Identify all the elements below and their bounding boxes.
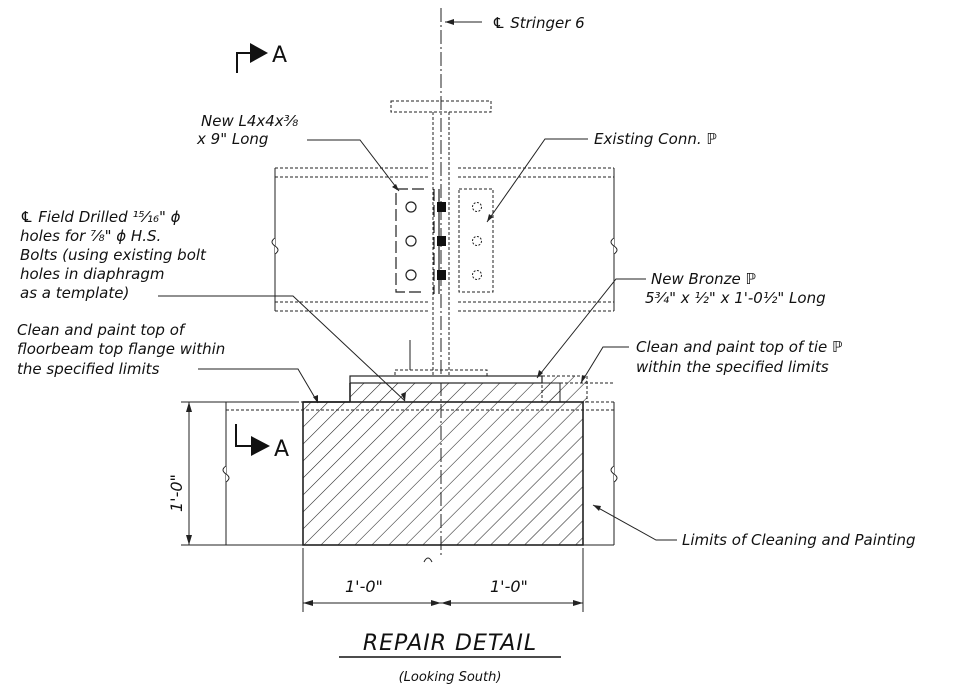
note-field-drilled-1: ℄ Field Drilled ¹⁵⁄₁₆" ϕ [20, 208, 181, 226]
section-marker-top: A [236, 43, 287, 73]
drawing-subtitle: (Looking South) [399, 670, 502, 685]
note-clean-tie-1: Clean and paint top of tie ℙ [636, 338, 843, 356]
note-field-drilled-5: as a template) [20, 284, 129, 302]
existing-conn-plate [458, 188, 494, 293]
floorbeam-flange [302, 401, 584, 546]
note-clean-tie-2: within the specified limits [636, 358, 829, 376]
svg-text:A: A [272, 43, 287, 68]
note-limits: Limits of Cleaning and Painting [682, 531, 916, 549]
note-clean-floorbeam-3: the specified limits [17, 360, 160, 378]
note-bronze-2: 5³⁄₄" x ¹⁄₂" x 1'-0¹⁄₂" Long [645, 289, 826, 307]
svg-text:A: A [274, 437, 289, 462]
dimension-height: 1'-0" [167, 401, 298, 546]
dimension-widths: 1'-0" 1'-0" [302, 548, 584, 612]
drawing-title: REPAIR DETAIL [363, 631, 537, 656]
note-existing-conn: Existing Conn. ℙ [594, 130, 717, 148]
stringer-top-flange [390, 100, 492, 113]
note-field-drilled-3: Bolts (using existing bolt [20, 246, 207, 264]
note-clean-floorbeam-1: Clean and paint top of [17, 321, 187, 339]
svg-text:1'-0": 1'-0" [167, 474, 186, 512]
note-angle-line2: x 9" Long [196, 130, 268, 148]
dimension-left-width: 1'-0" [345, 577, 383, 596]
centerline-label: ℄ Stringer 6 [492, 14, 585, 32]
note-bronze-1: New Bronze ℙ [651, 270, 756, 288]
note-angle-line1: New L4x4x³⁄₈ [201, 112, 298, 130]
diaphragm [275, 167, 614, 312]
note-field-drilled-4: holes in diaphragm [20, 265, 165, 283]
new-angle [395, 188, 446, 294]
note-field-drilled-2: holes for ⁷⁄₈" ϕ H.S. [20, 227, 161, 245]
dimension-right-width: 1'-0" [490, 577, 528, 596]
note-clean-floorbeam-2: floorbeam top flange within [17, 340, 225, 358]
section-marker-lower: A [235, 424, 289, 462]
